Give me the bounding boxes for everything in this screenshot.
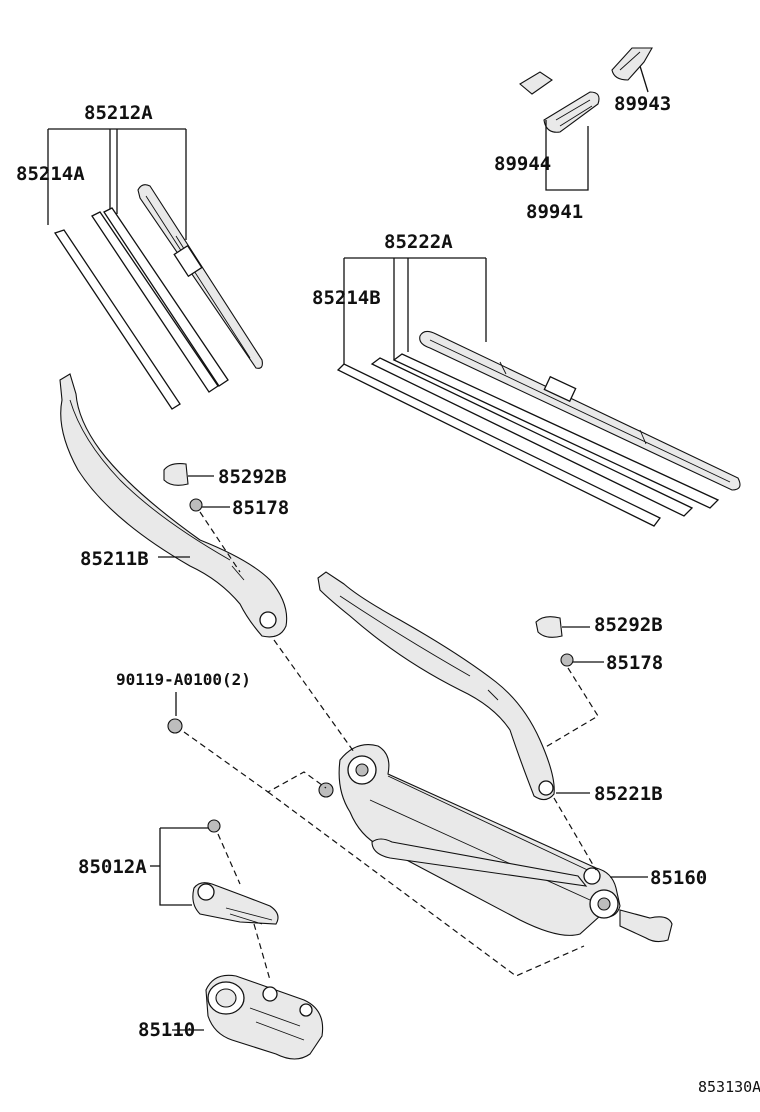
crank-arm-85012A (159, 819, 279, 925)
wiper-rubber-85212A-a (91, 211, 219, 393)
right-wiper-blade-group (336, 257, 741, 527)
label-85292B-right: 85292B (594, 614, 663, 636)
adapter-clip-89943 (611, 47, 653, 81)
label-90119-A0100: 90119-A0100(2) (116, 670, 251, 689)
label-85178-left: 85178 (232, 497, 289, 519)
label-85221B: 85221B (594, 783, 663, 805)
bolt-90119 (167, 718, 183, 734)
label-89941: 89941 (526, 201, 583, 223)
blade-adapter-group (519, 47, 653, 191)
label-85012A: 85012A (78, 856, 147, 878)
nut-85178-left (189, 498, 203, 512)
wiper-rubber-85222A-a (370, 357, 694, 517)
label-85212A: 85212A (84, 102, 153, 124)
wiper-rubber-85212A-b (103, 207, 229, 387)
label-85110: 85110 (138, 1019, 195, 1041)
diagram-reference-number: 853130A (698, 1078, 760, 1096)
label-85214B: 85214B (312, 287, 381, 309)
wiper-motor-85110 (205, 974, 324, 1060)
label-85214A: 85214A (16, 163, 85, 185)
adapter-pad-89944 (519, 71, 553, 95)
arm-cap-85292B-right (535, 616, 563, 638)
left-wiper-blade-group (47, 128, 263, 410)
wiper-blade-85212A (137, 184, 263, 369)
wiper-arm-85221B (317, 571, 555, 801)
wiper-refill-85214A (53, 229, 181, 410)
wiper-linkage-85160 (318, 744, 673, 943)
label-89943: 89943 (614, 93, 671, 115)
label-85222A: 85222A (384, 231, 453, 253)
wiper-refill-85214B (336, 363, 661, 527)
assembly-guide-lines (183, 511, 599, 981)
label-85160: 85160 (650, 867, 707, 889)
nut-85178-right (560, 653, 574, 667)
label-85292B-left: 85292B (218, 466, 287, 488)
label-89944: 89944 (494, 153, 551, 175)
label-85178-right: 85178 (606, 652, 663, 674)
label-85211B: 85211B (80, 548, 149, 570)
wiper-rubber-85222A-b (392, 353, 720, 509)
arm-cap-85292B-left (163, 463, 189, 486)
wiper-arm-85211B (59, 373, 288, 638)
blade-adapter-89941 (543, 91, 600, 133)
crank-nut (207, 819, 221, 833)
